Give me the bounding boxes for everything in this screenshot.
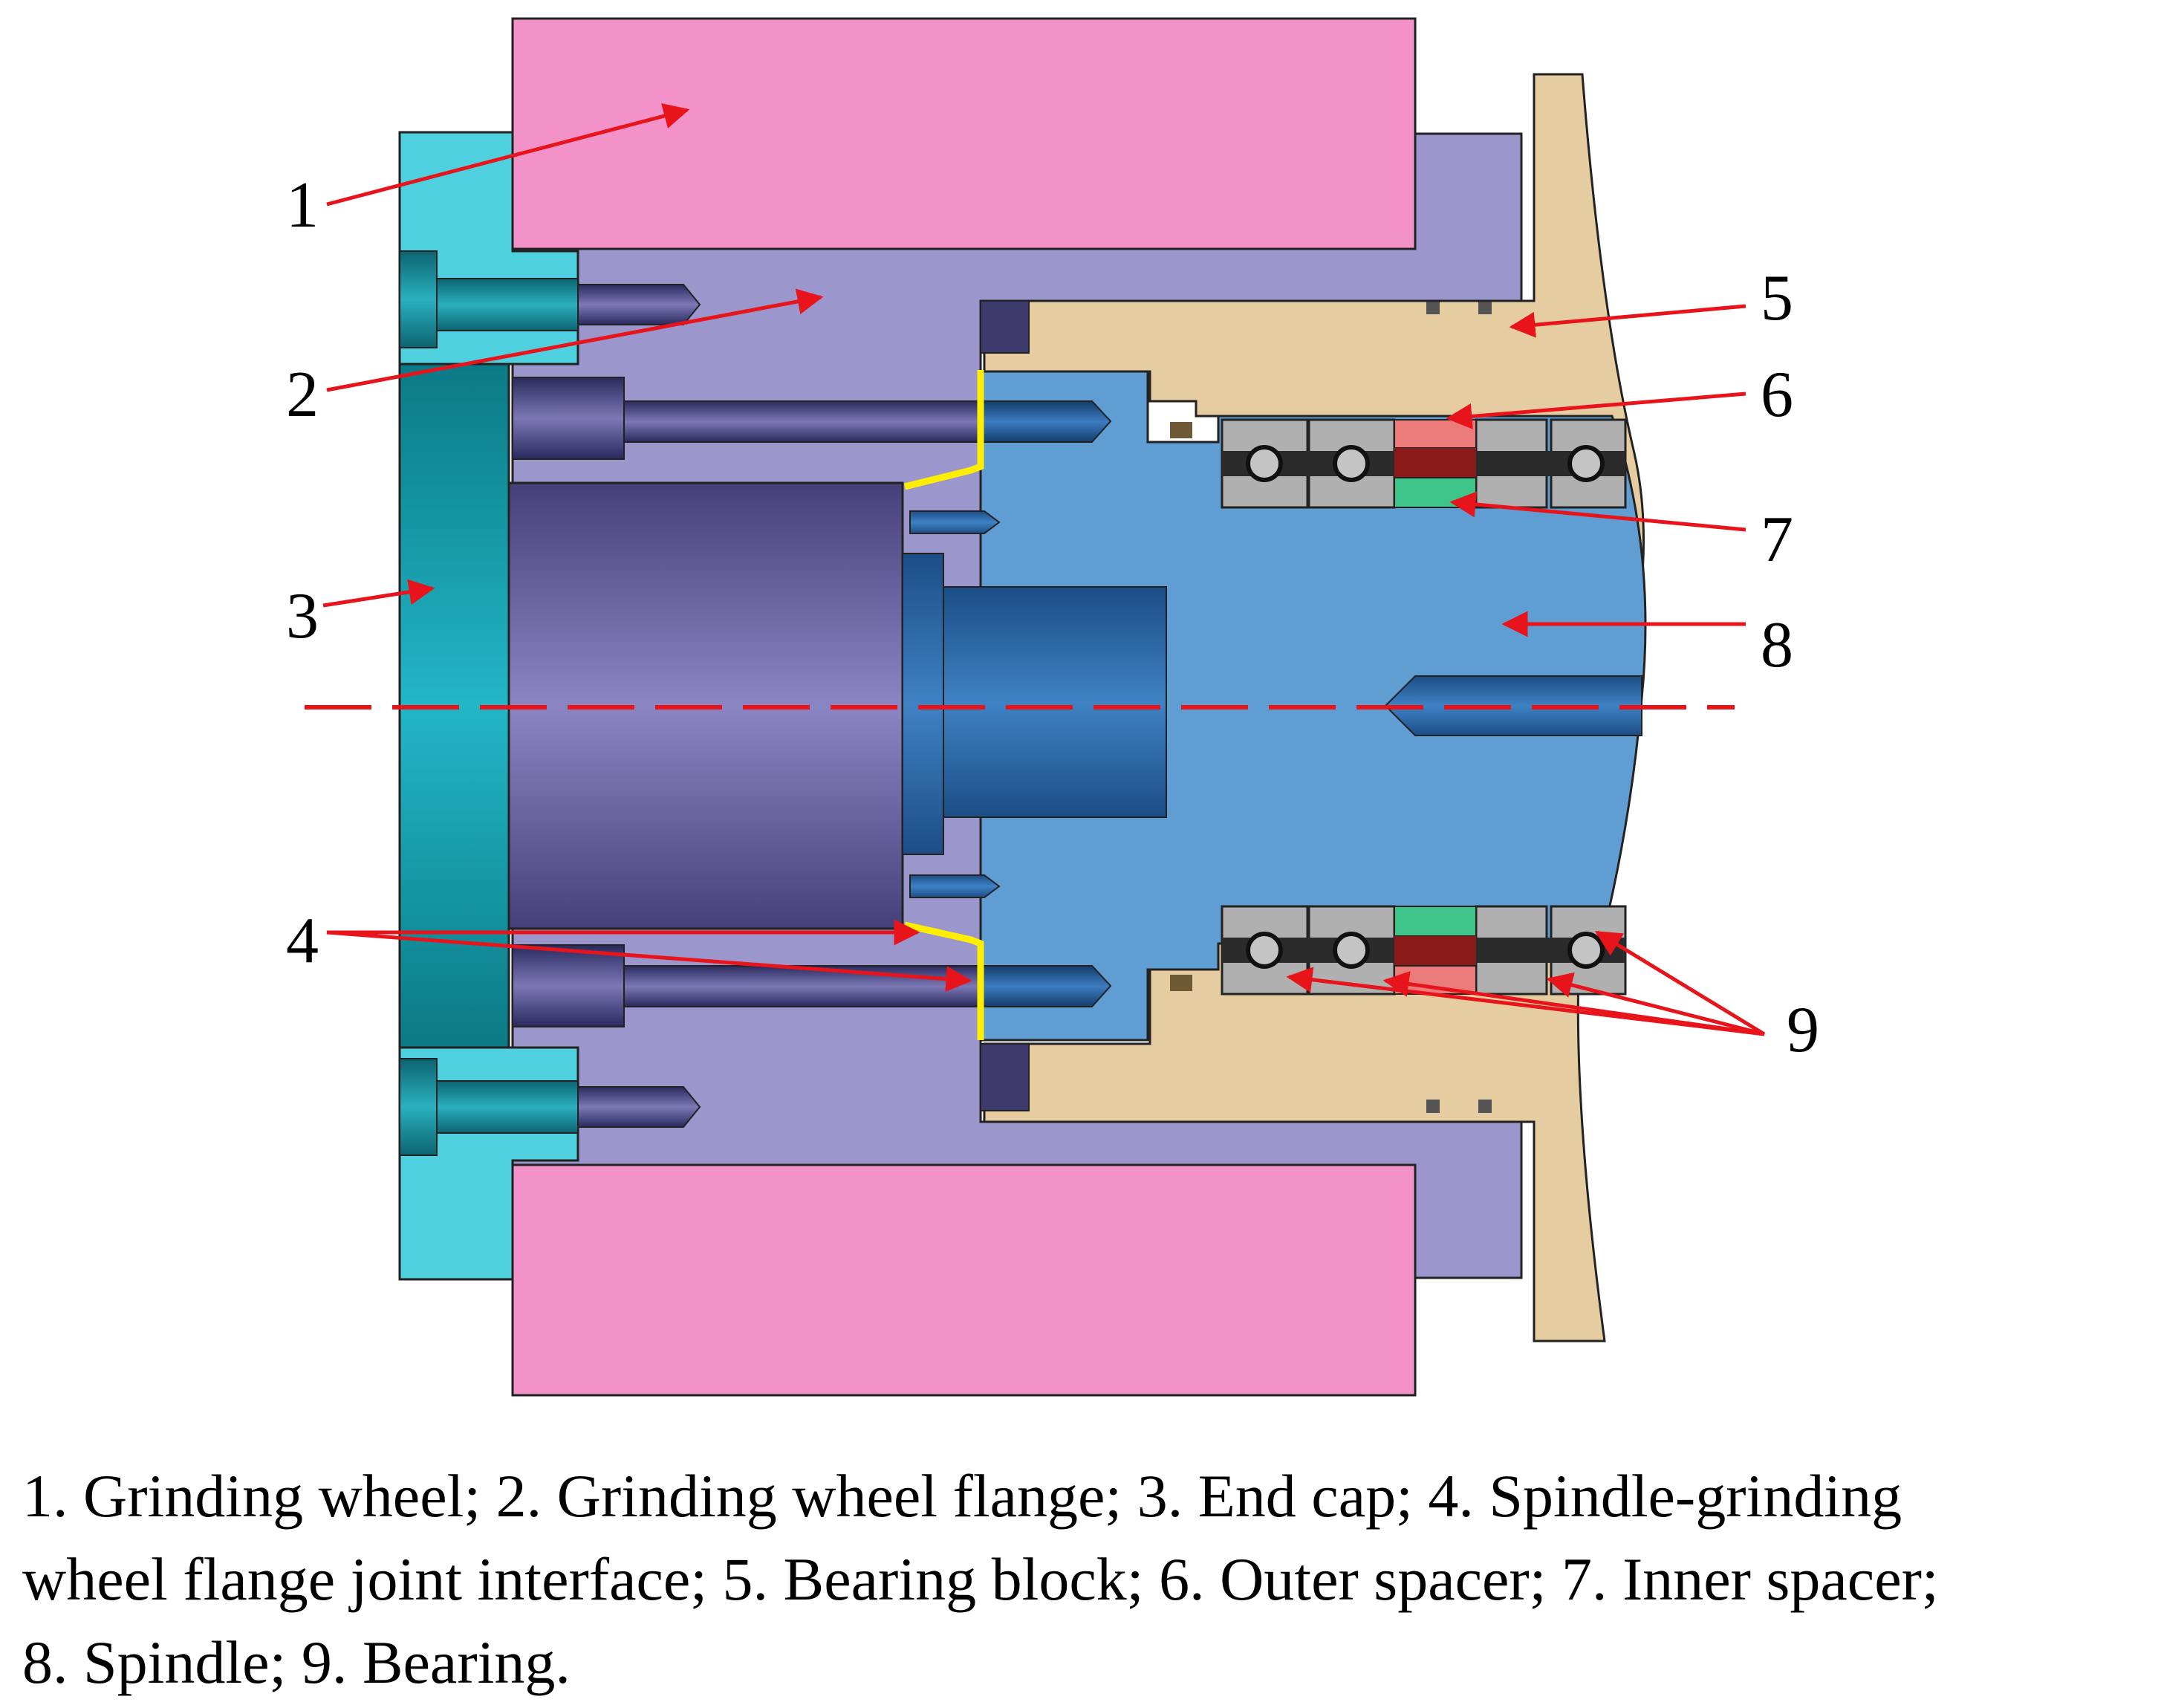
caption-line-2: wheel flange joint interface; 5. Bearing… <box>22 1545 1939 1613</box>
callout-7: 7 <box>1761 504 1793 576</box>
leader-1 <box>326 103 690 207</box>
spindle-hub <box>943 586 1167 818</box>
leader-3 <box>322 579 435 608</box>
leader-5 <box>1509 304 1746 338</box>
leader-6 <box>1446 392 1746 429</box>
callout-4: 4 <box>286 905 319 977</box>
spindle-assembly-diagram: 1 2 3 4 5 6 7 8 9 <box>286 17 1819 1397</box>
caption-line-1: 1. Grinding wheel; 2. Grinding wheel fla… <box>22 1462 1902 1530</box>
leader-9b <box>1382 971 1765 1036</box>
callout-6: 6 <box>1761 359 1793 431</box>
callout-1: 1 <box>286 169 319 241</box>
bearing-row-top <box>1221 418 1627 509</box>
callout-3: 3 <box>286 580 319 652</box>
leader-7 <box>1449 491 1746 532</box>
inner-spacer-bottom <box>1394 906 1477 937</box>
leader-4b <box>326 930 972 993</box>
caption-line-3: 8. Spindle; 9. Bearing. <box>22 1629 571 1696</box>
joint-interface-top <box>903 370 984 490</box>
grinding-wheel-top <box>511 17 1417 250</box>
callout-9: 9 <box>1787 994 1819 1066</box>
callout-8: 8 <box>1761 609 1793 681</box>
leader-2 <box>326 288 824 392</box>
callout-2: 2 <box>286 359 319 431</box>
figure-caption: 1. Grinding wheel; 2. Grinding wheel fla… <box>22 1455 2147 1704</box>
grinding-wheel-bottom <box>511 1163 1417 1397</box>
leader-9d <box>1595 930 1766 1036</box>
spindle-center-hole <box>1384 675 1642 736</box>
leader-9c <box>1546 972 1765 1036</box>
outer-spacer-top <box>1394 419 1477 449</box>
joint-interface-bottom <box>904 921 984 1040</box>
callout-5: 5 <box>1761 262 1793 334</box>
